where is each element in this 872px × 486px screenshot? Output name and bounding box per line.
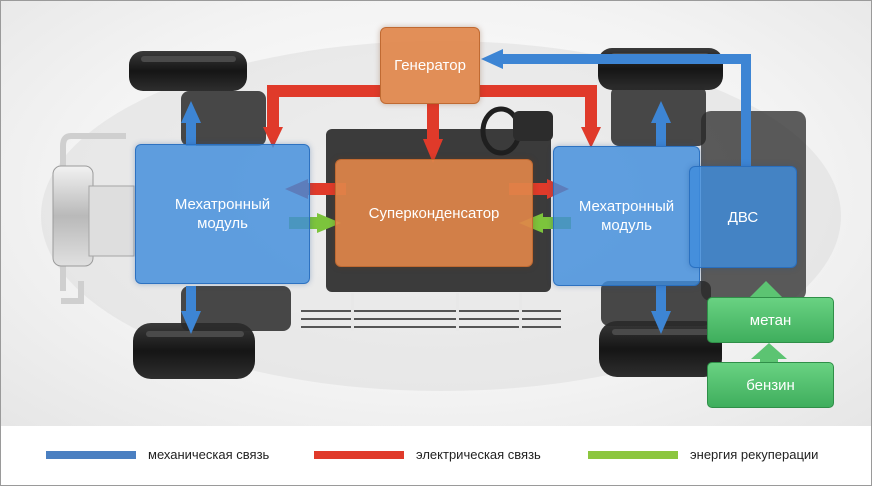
legend-item-mechanical: механическая связь xyxy=(46,447,269,462)
supercapacitor-node: Суперконденсатор xyxy=(335,159,533,267)
chassis-stage: Генератор Мехатронный модуль Суперконден… xyxy=(1,1,871,426)
mechanical-links xyxy=(181,49,751,334)
legend-item-electrical: электрическая связь xyxy=(314,447,541,462)
legend-swatch xyxy=(588,450,678,459)
ice-node: ДВС xyxy=(689,166,797,268)
legend-swatch xyxy=(46,450,136,459)
mechatronic-module-left: Мехатронный модуль xyxy=(135,144,310,284)
legend-label: электрическая связь xyxy=(416,447,541,462)
mechatronic-right-label: Мехатронный модуль xyxy=(578,198,675,234)
ice-label: ДВС xyxy=(727,208,759,226)
wheel-rear-left xyxy=(133,323,255,379)
fuel-methane-label: метан xyxy=(749,311,792,329)
legend-swatch xyxy=(314,450,404,459)
mechatronic-module-right: Мехатронный модуль xyxy=(553,146,700,286)
legend-label: механическая связь xyxy=(148,447,270,462)
steering-wheel xyxy=(480,106,553,156)
exhaust-pipes xyxy=(52,133,135,304)
legend: механическая связь электрическая связь э… xyxy=(1,426,871,485)
fuel-methane: метан xyxy=(707,297,834,343)
legend-item-recuperation: энергия рекуперации xyxy=(588,447,818,462)
mechatronic-left-label: Мехатронный модуль xyxy=(174,196,271,232)
generator-node: Генератор xyxy=(380,27,480,104)
fuel-gasoline-label: бензин xyxy=(746,376,795,394)
wheel-front-left xyxy=(129,51,247,91)
generator-label: Генератор xyxy=(394,57,466,74)
legend-label: энергия рекуперации xyxy=(690,447,819,462)
fuel-gasoline: бензин xyxy=(707,362,834,408)
supercapacitor-label: Суперконденсатор xyxy=(368,204,500,222)
